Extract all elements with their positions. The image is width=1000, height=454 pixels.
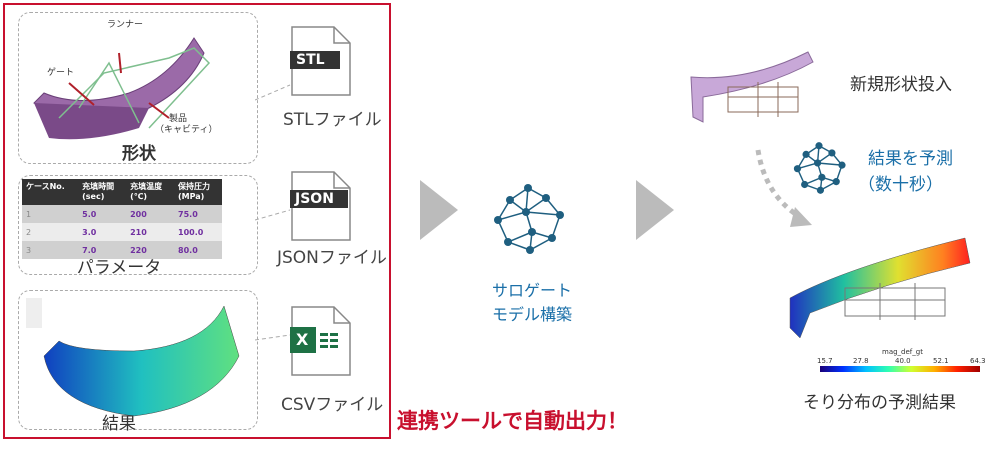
predict-text: 結果を予測 bbox=[868, 149, 953, 169]
cell: 1 bbox=[22, 205, 79, 223]
cell: 100.0 bbox=[174, 223, 222, 241]
colorbar-tick: 40.0 bbox=[895, 357, 911, 365]
csv-file-label: CSVファイル bbox=[281, 395, 384, 415]
cell: 80.0 bbox=[174, 241, 222, 259]
predict-time-text: （数十秒） bbox=[858, 175, 943, 195]
parameter-panel: ケースNo. 充填時間 (sec) 充填温度 (℃) 保持圧力 (MPa) 1 … bbox=[18, 175, 258, 278]
cell: 75.0 bbox=[174, 205, 222, 223]
product-label: 製品 bbox=[169, 114, 188, 124]
stl-file-label: STLファイル bbox=[283, 110, 382, 130]
result-panel: 結果 bbox=[18, 290, 258, 434]
colorbar-tick: 64.3 bbox=[970, 357, 986, 365]
warpage-prediction-image bbox=[789, 237, 971, 339]
neural-network-icon bbox=[494, 184, 564, 254]
runner-label: ランナー bbox=[107, 20, 144, 30]
neural-network-small-icon bbox=[793, 142, 846, 194]
stl-badge: STL bbox=[296, 52, 325, 68]
arrow-right-icon bbox=[420, 180, 458, 240]
new-shape-bumper-image bbox=[690, 51, 814, 123]
table-row: 1 5.0 200 75.0 bbox=[22, 205, 222, 223]
cell: 3.0 bbox=[78, 223, 127, 241]
header-case: ケースNo. bbox=[22, 179, 79, 205]
json-badge: JSON bbox=[295, 191, 334, 207]
csv-file-icon: X bbox=[290, 305, 352, 381]
result-contour-image bbox=[26, 298, 240, 417]
shape-panel: ランナー ゲート 製品 （キャビティ） 形状 bbox=[18, 12, 258, 164]
colorbar-gradient bbox=[820, 366, 980, 372]
surrogate-line1: サロゲート bbox=[492, 281, 573, 300]
json-file-label: JSONファイル bbox=[277, 248, 387, 268]
new-shape-text: 新規形状投入 bbox=[850, 75, 952, 95]
result-caption: 結果 bbox=[102, 414, 136, 434]
dotted-arrow-icon bbox=[755, 149, 812, 227]
cavity-label: （キャビティ） bbox=[155, 125, 218, 135]
warpage-caption: そり分布の予測結果 bbox=[803, 393, 956, 413]
cell: 200 bbox=[126, 205, 175, 223]
shape-caption: 形状 bbox=[122, 144, 156, 164]
excel-badge: X bbox=[296, 330, 309, 349]
cell: 7.0 bbox=[78, 241, 127, 259]
colorbar-title: mag_def_gt bbox=[882, 348, 923, 356]
stl-file-icon: STL bbox=[290, 25, 352, 101]
auto-output-frame bbox=[3, 3, 391, 439]
gate-label: ゲート bbox=[47, 68, 75, 78]
auto-output-text: 連携ツールで自動出力！ bbox=[397, 409, 628, 433]
colorbar-tick: 27.8 bbox=[853, 357, 869, 365]
header-hold-pressure: 保持圧力 (MPa) bbox=[174, 179, 222, 205]
arrow-right-icon bbox=[636, 180, 674, 240]
header-fill-temp: 充填温度 (℃) bbox=[126, 179, 175, 205]
json-file-icon: JSON bbox=[290, 170, 352, 246]
parameter-caption: パラメータ bbox=[76, 258, 162, 278]
header-fill-time: 充填時間 (sec) bbox=[78, 179, 127, 205]
cell: 2 bbox=[22, 223, 79, 241]
colorbar-tick: 15.7 bbox=[817, 357, 833, 365]
parameter-table: ケースNo. 充填時間 (sec) 充填温度 (℃) 保持圧力 (MPa) 1 … bbox=[22, 179, 222, 259]
surrogate-line2: モデル構築 bbox=[492, 305, 573, 324]
colorbar-tick: 52.1 bbox=[933, 357, 949, 365]
cell: 5.0 bbox=[78, 205, 127, 223]
cell: 3 bbox=[22, 241, 79, 259]
cell: 210 bbox=[126, 223, 175, 241]
table-row: 2 3.0 210 100.0 bbox=[22, 223, 222, 241]
cell: 220 bbox=[126, 241, 175, 259]
table-row: 3 7.0 220 80.0 bbox=[22, 241, 222, 259]
connector-lines bbox=[255, 84, 291, 341]
bumper-mesh-image bbox=[33, 37, 211, 140]
